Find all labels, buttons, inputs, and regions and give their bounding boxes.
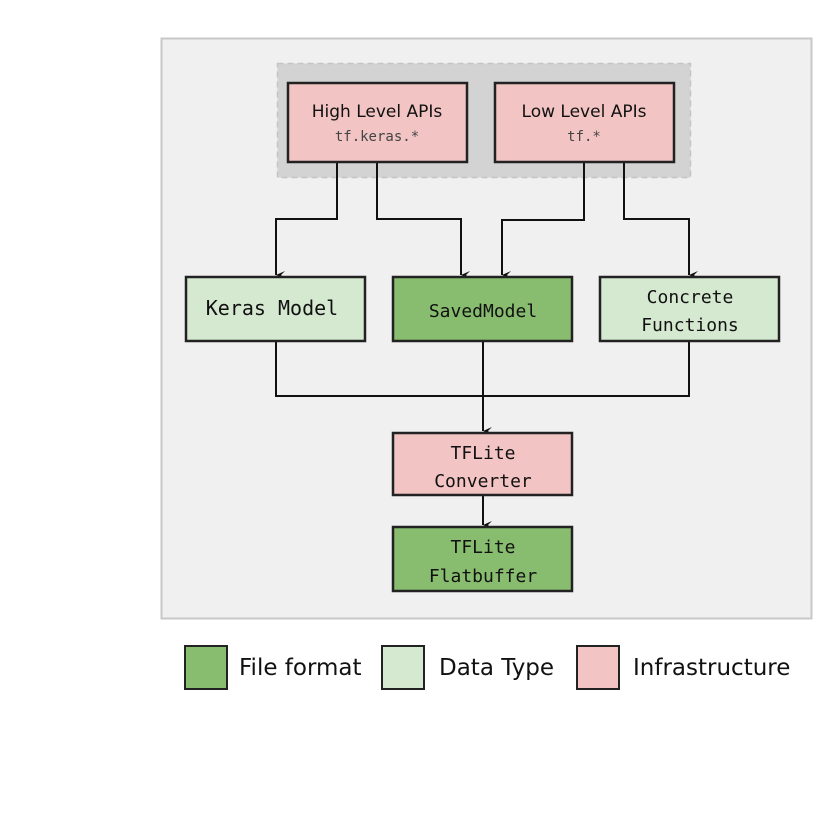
legend-label: Data Type [439,655,554,681]
legend: File format Data Type Infrastructure [184,645,790,690]
legend-label: Infrastructure [633,655,790,681]
node-keras-model [184,275,367,343]
node-tflite-flatbuffer [391,525,574,593]
legend-label: File format [239,655,362,681]
high-sub: tf.keras.* [335,129,419,145]
node-savedmodel [391,275,574,343]
node-low-level-apis [493,81,676,164]
edge-low-saved [501,162,585,279]
node-tflite-converter [391,431,574,497]
node-high-level-apis [286,81,469,164]
low-sub: tf.* [567,129,601,145]
flatbuffer-line1: TFLite [450,537,515,558]
concrete-line1: Concrete [647,287,734,308]
keras-label: Keras Model [206,296,338,320]
flatbuffer-line2: Flatbuffer [429,566,538,587]
legend-swatch-data-type [381,645,425,690]
converter-line1: TFLite [450,443,515,464]
edge-high-saved [376,162,470,279]
node-concrete-functions [598,275,781,343]
legend-swatch-infrastructure [576,645,620,690]
edge-high-keras [275,162,338,279]
converter-line2: Converter [434,471,532,492]
legend-swatch-file-format [184,645,228,690]
saved-label: SavedModel [429,301,537,322]
low-title: Low Level APIs [522,102,647,122]
edge-low-concrete [623,162,698,279]
concrete-line2: Functions [641,315,739,336]
high-title: High Level APIs [312,102,443,122]
